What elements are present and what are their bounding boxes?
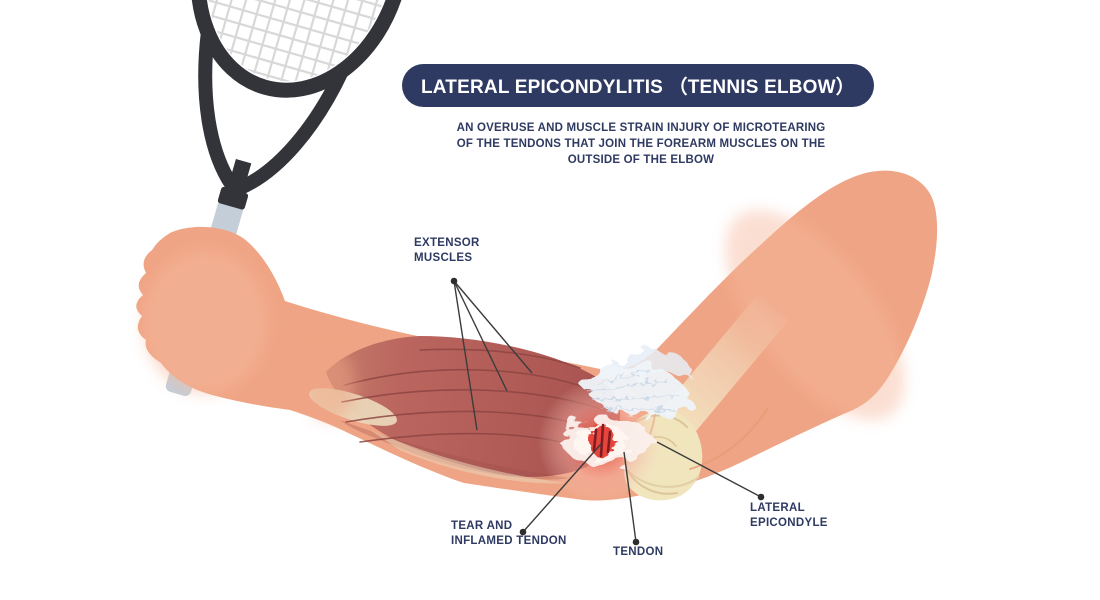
fist-highlight [143, 250, 267, 394]
label-extensor-muscles: EXTENSOR MUSCLES [414, 237, 480, 264]
racket-shaft [226, 159, 252, 197]
tear-leader [522, 443, 602, 533]
label-tendon: TENDON [613, 546, 664, 558]
tear-marks [592, 423, 612, 458]
lateral-epicondyle-leader [656, 441, 762, 498]
leader-dot [757, 493, 765, 501]
leader-dot [450, 277, 458, 285]
racket-grip-band [217, 186, 249, 210]
muscle-tip-fade [304, 349, 356, 421]
subtitle-text: AN OVERUSE AND MUSCLE STRAIN INJURY OF M… [456, 122, 826, 166]
page-title: LATERAL EPICONDYLITIS （TENNIS ELBOW） [420, 77, 855, 98]
leader-dot [632, 538, 640, 546]
leader-lines [453, 280, 762, 543]
extensor-muscles-leaders [453, 280, 533, 431]
label-lateral-epicondyle: LATERAL EPICONDYLE [750, 502, 828, 529]
leader-dot [519, 528, 527, 536]
title-banner: LATERAL EPICONDYLITIS （TENNIS ELBOW） [402, 64, 874, 107]
label-tear-and-inflamed-tendon: TEAR AND INFLAMED TENDON [451, 520, 567, 547]
tendon-leader [623, 451, 637, 543]
racket-throat [198, 24, 350, 195]
torn-inflamed-tendon [561, 418, 653, 464]
tendon-fan [583, 349, 692, 417]
leader-dots [450, 277, 765, 546]
racket-strings [179, 0, 422, 104]
arm [136, 170, 938, 504]
upper-arm-highlight [725, 210, 905, 420]
racket-head-frame [190, 0, 411, 98]
